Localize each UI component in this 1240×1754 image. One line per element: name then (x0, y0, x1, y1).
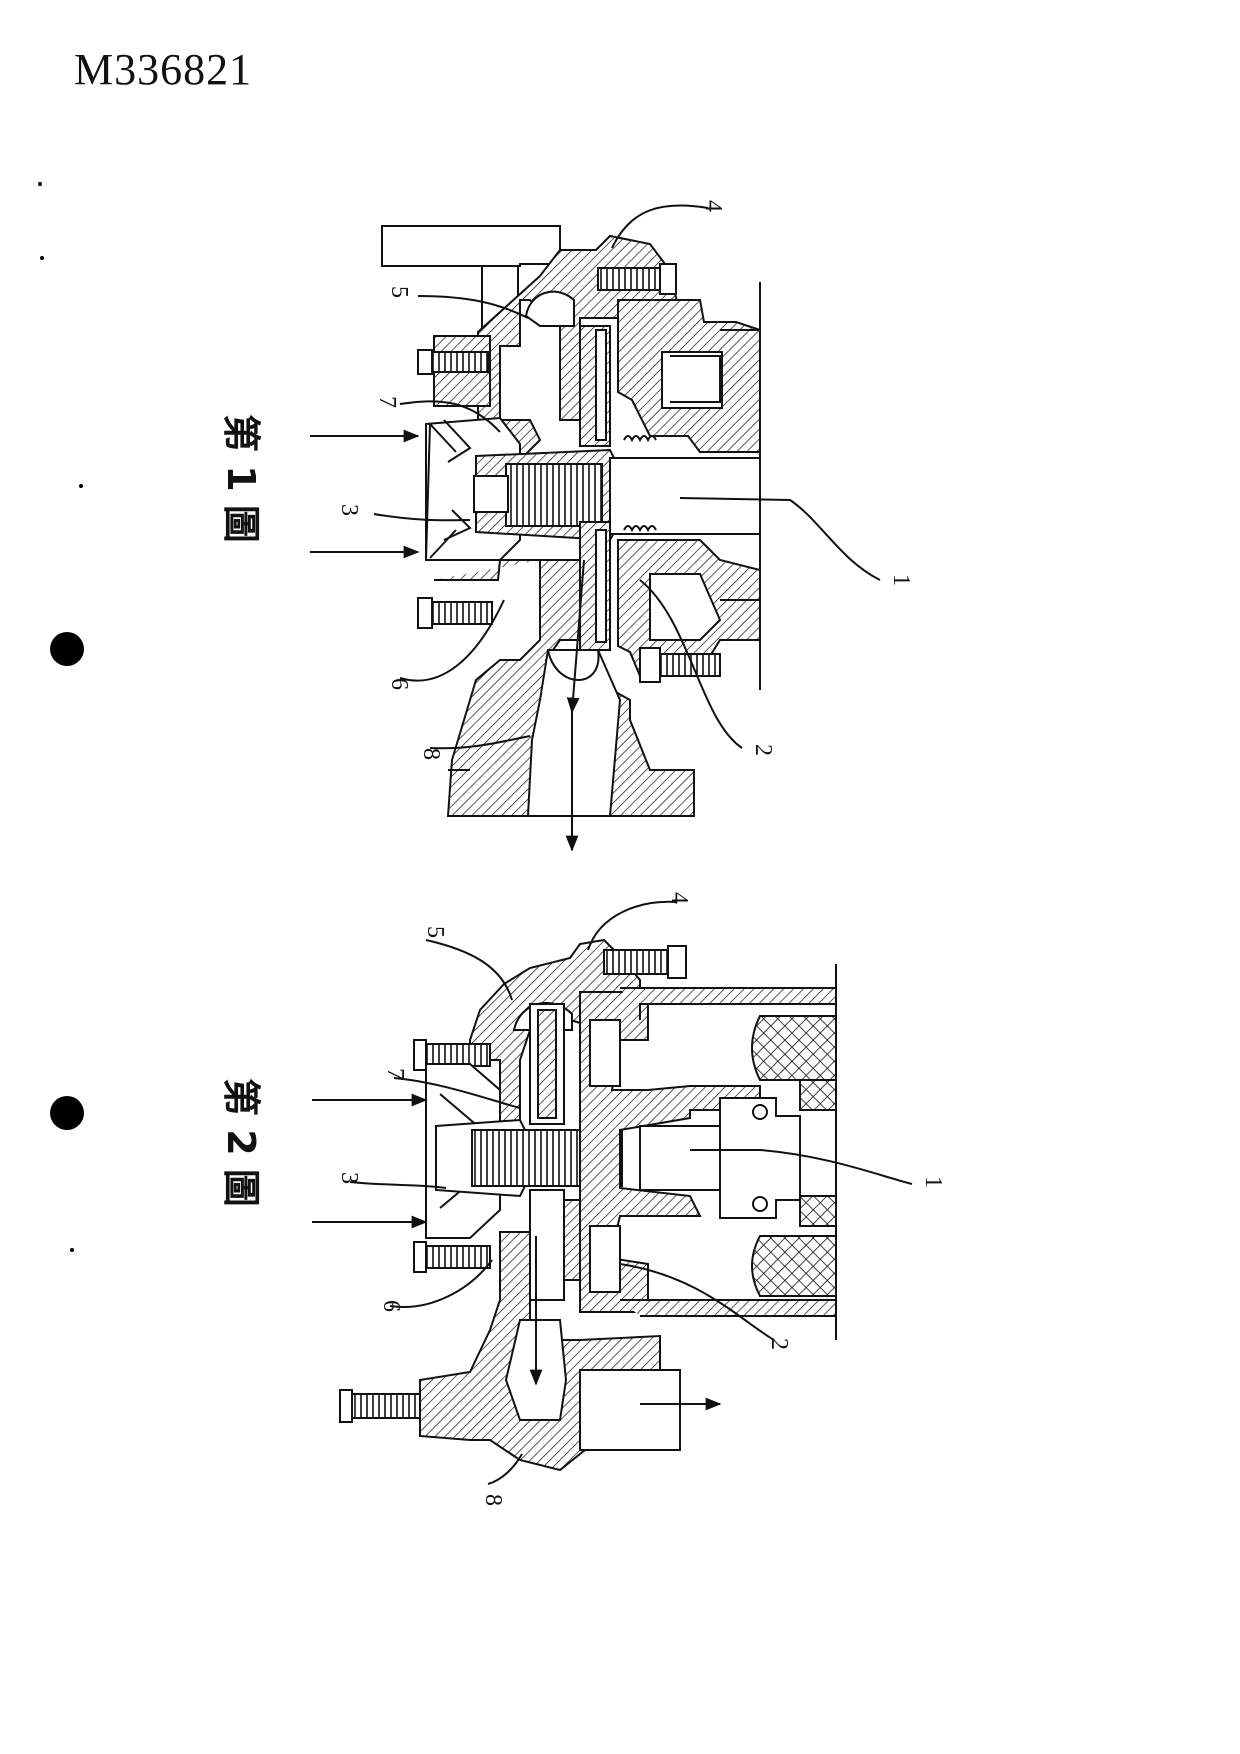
fig2-winding-upper (751, 1015, 837, 1081)
scan-dot (50, 632, 84, 666)
fig2-label-8: 8 (480, 1494, 506, 1506)
document-number: M336821 (74, 45, 253, 94)
fig1-shaft (609, 457, 761, 535)
fig2-label-1: 1 (920, 1176, 946, 1188)
scan-speck (40, 256, 44, 260)
fig2-label-6: 6 (378, 1300, 404, 1312)
figure-2-drawing (312, 900, 913, 1485)
fig1-label-4: 4 (700, 200, 726, 212)
fig2-label-3: 3 (336, 1172, 362, 1184)
fig1-outlet-channel (526, 649, 622, 817)
scan-speck (70, 1248, 74, 1252)
figure-2-labels: 4 5 7 3 6 8 1 2 (336, 892, 946, 1506)
fig2-label-7: 7 (382, 1068, 408, 1080)
fig1-label-7: 7 (374, 396, 400, 408)
fig1-label-2: 2 (750, 744, 776, 756)
figure-1-labels: 4 5 7 3 6 8 1 2 (336, 200, 914, 760)
fig1-bolt-lower-left (427, 601, 493, 625)
fig2-bolt-upper-left (423, 1043, 491, 1067)
fig1-bolt-upper-left (427, 351, 489, 373)
fig2-coupling-flange (719, 1097, 801, 1219)
fig1-shaft-threads (505, 463, 603, 527)
fig2-bolt-top (603, 949, 669, 975)
fig1-label-6: 6 (386, 678, 412, 690)
fig2-label-2: 2 (766, 1338, 792, 1350)
scan-speck (79, 484, 83, 488)
fig2-discharge-fitting (579, 1369, 681, 1451)
fig2-label-5: 5 (422, 926, 448, 938)
fig2-winding-lower-inner (799, 1195, 837, 1227)
fig2-bolt-lower-left-2 (423, 1245, 491, 1269)
fig1-label-1: 1 (888, 574, 914, 586)
scan-speck (38, 182, 42, 186)
fig1-label-3: 3 (336, 504, 362, 516)
fig1-label-8: 8 (418, 748, 444, 760)
fig2-label-4: 4 (666, 892, 692, 904)
fig2-winding-lower (751, 1235, 837, 1297)
fig2-winding-upper-inner (799, 1079, 837, 1111)
fig2-bolt-lower-left (349, 1393, 421, 1419)
figure-1-drawing (310, 204, 881, 852)
scan-dot (50, 1096, 84, 1130)
fig1-bolt-top (597, 267, 661, 291)
fig1-label-5: 5 (386, 286, 412, 298)
fig2-coupling (639, 1125, 723, 1191)
